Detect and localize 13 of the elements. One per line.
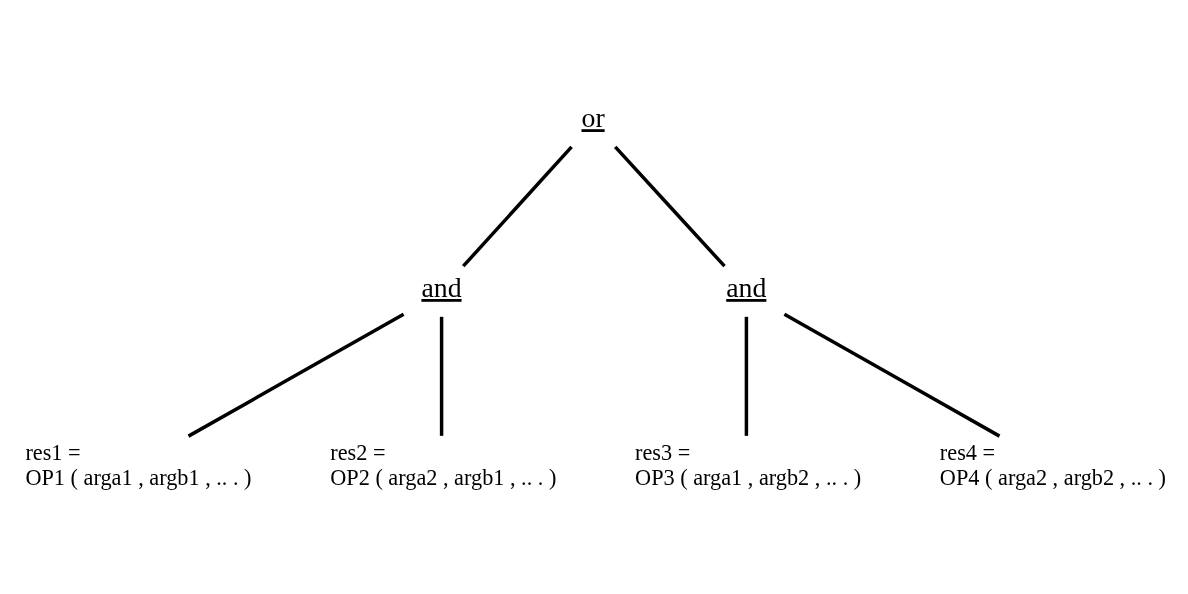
node-text: res3 = OP3 ( arga1 , argb2 , .. . ) — [635, 439, 862, 490]
connector — [783, 312, 1001, 438]
node-text: or — [581, 102, 605, 134]
node-text: res1 = OP1 ( arga1 , argb1 , .. . ) — [25, 439, 252, 490]
node-text: res4 = OP4 ( arga2 , argb2 , .. . ) — [939, 439, 1167, 490]
connector — [613, 145, 726, 268]
connector — [462, 145, 573, 268]
node-text: res2 = OP2 ( arga2 , argb1 , .. . ) — [330, 439, 557, 490]
node-text: and — [726, 272, 767, 303]
node-text: and — [421, 272, 462, 303]
connector — [744, 316, 749, 436]
connector — [187, 312, 405, 438]
connector — [439, 316, 444, 436]
